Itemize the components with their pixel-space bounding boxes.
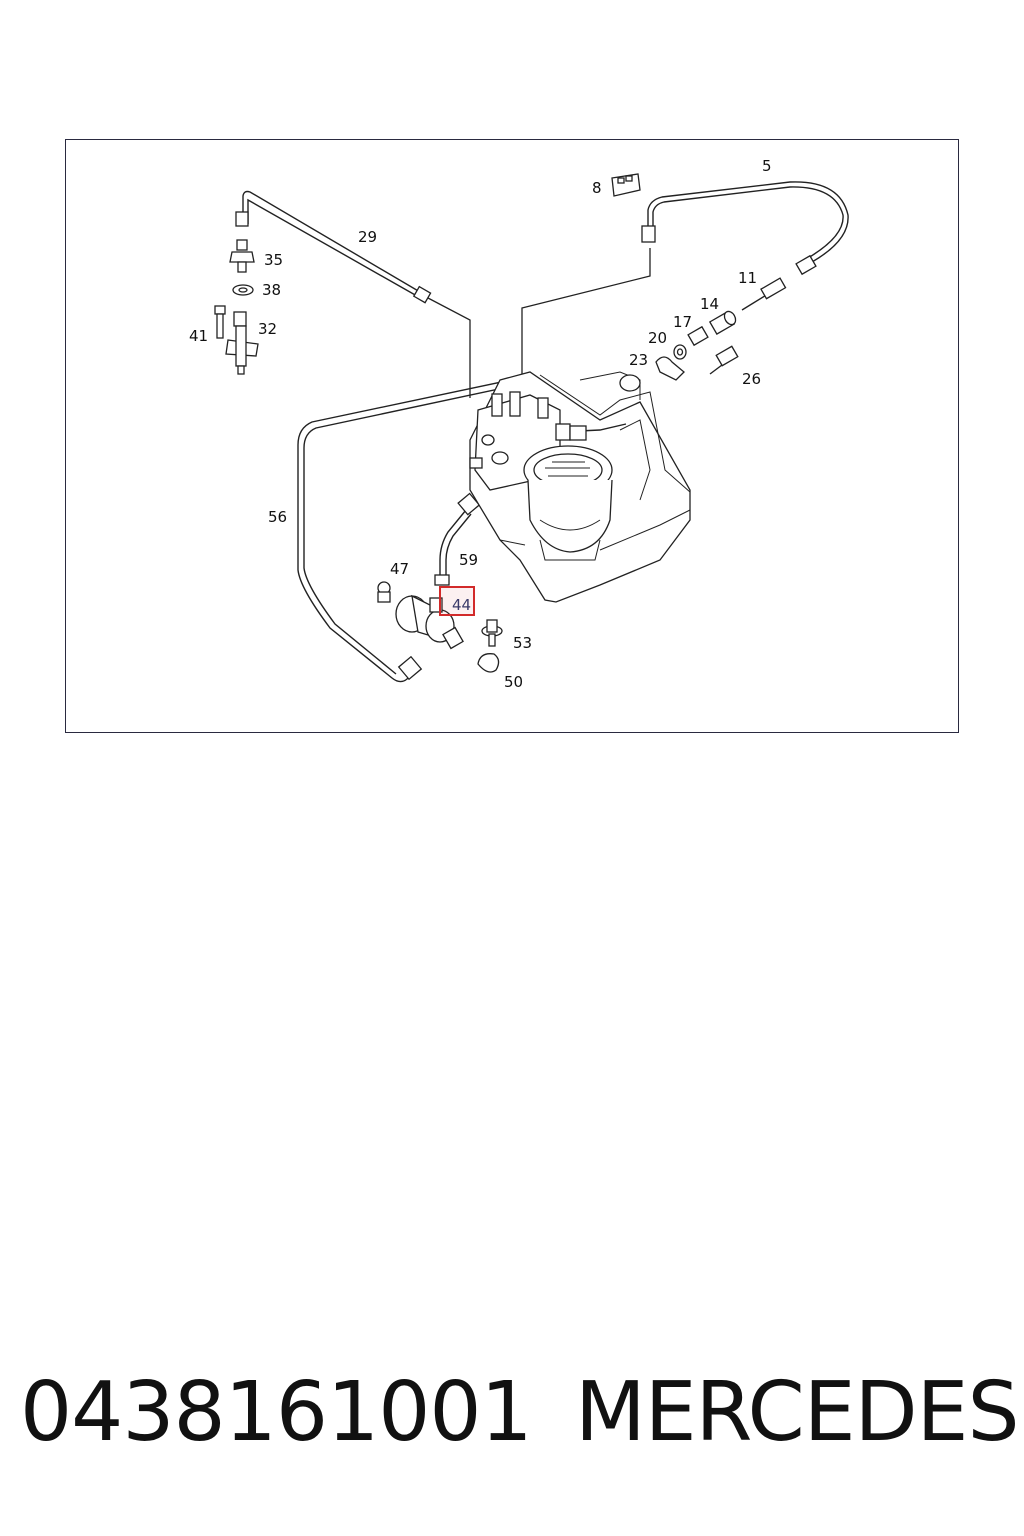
callout-14: 14	[700, 295, 719, 313]
part-23-bracket	[655, 356, 685, 381]
part-26-screw	[709, 345, 739, 375]
part-41-screw	[214, 305, 226, 339]
callout-35: 35	[264, 251, 283, 269]
callout-38: 38	[262, 281, 281, 299]
part-50-clip	[477, 653, 500, 673]
callout-8: 8	[592, 179, 602, 197]
pressure-regulator	[395, 594, 464, 650]
callout-47: 47	[390, 560, 409, 578]
callout-20: 20	[648, 329, 667, 347]
callout-44[interactable]: 44	[452, 596, 471, 614]
callout-17: 17	[673, 313, 692, 331]
callout-26: 26	[742, 370, 761, 388]
callout-23: 23	[629, 351, 648, 369]
fuel-line-29	[235, 190, 432, 304]
callout-11: 11	[738, 269, 757, 287]
part-35-fitting	[229, 239, 255, 273]
callout-56: 56	[268, 508, 287, 526]
callout-41: 41	[189, 327, 208, 345]
fuel-line-59	[434, 492, 481, 586]
fuel-line-56	[297, 376, 528, 683]
parts-diagram: 5 8 11 14 17 20 23 26 29 32 35 38 41 47 …	[189, 157, 849, 691]
part-17-sleeve	[687, 325, 709, 347]
diagram-frame	[65, 139, 959, 733]
part-14-fitting	[708, 310, 737, 335]
part-11-nozzle	[741, 277, 787, 311]
brand-name: MERCEDES	[575, 1365, 1020, 1460]
callout-5: 5	[762, 157, 772, 175]
callout-29: 29	[358, 228, 377, 246]
callout-50: 50	[504, 673, 523, 691]
fuel-line-5	[641, 181, 849, 276]
callout-32: 32	[258, 320, 277, 338]
air-flow-meter	[523, 445, 613, 561]
part-38-washer	[232, 284, 254, 296]
callout-59: 59	[459, 551, 478, 569]
part-8-connector	[611, 173, 641, 197]
part-53-bolt	[481, 619, 503, 647]
footer: 0438161001 MERCEDES	[20, 1365, 1020, 1475]
callout-53: 53	[513, 634, 532, 652]
part-32-injector-holder	[225, 311, 259, 375]
highlight-box	[439, 586, 475, 616]
part-number: 0438161001	[20, 1365, 533, 1460]
part-47-bolt	[377, 581, 391, 603]
part-20-ring	[673, 344, 687, 360]
